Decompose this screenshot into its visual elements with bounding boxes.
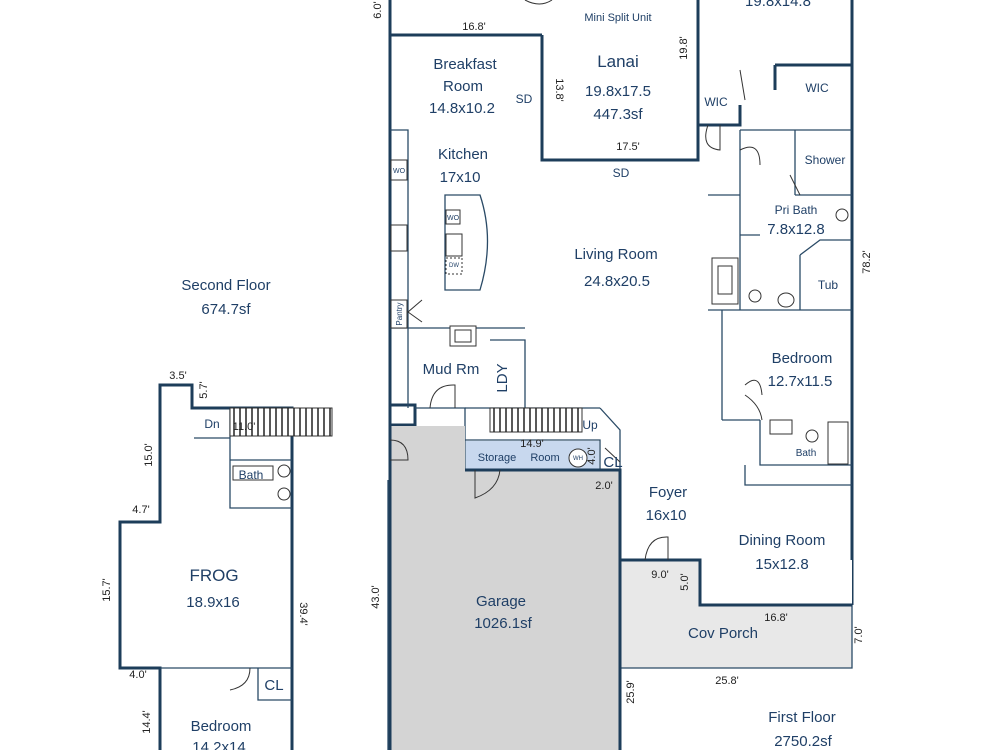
dimension-labels: 6.0' 16.8' 13.8' 19.8' 17.5' 78.2' 14.9'… — [101, 1, 873, 733]
lanai-note: Mini Split Unit — [584, 12, 651, 24]
wo-label-1: WO — [393, 168, 406, 175]
pantry-label: Pantry — [395, 302, 404, 325]
mud-room-name: Mud Rm — [423, 361, 480, 378]
wic-label-2: WIC — [805, 81, 829, 95]
svg-text:16.8': 16.8' — [462, 21, 486, 33]
second-floor-name: Second Floor — [181, 277, 270, 294]
svg-text:4.7': 4.7' — [132, 504, 149, 516]
lanai-size: 19.8x17.5 — [585, 83, 651, 100]
lanai-name: Lanai — [597, 52, 639, 71]
svg-text:7.0': 7.0' — [853, 626, 865, 643]
bedroom2-size: 14.2x14 — [192, 739, 245, 750]
svg-text:17.5': 17.5' — [616, 141, 640, 153]
breakfast-size: 14.8x10.2 — [429, 100, 495, 117]
upper-room-size: 19.8x14.8 — [745, 0, 811, 10]
svg-text:43.0': 43.0' — [370, 585, 382, 609]
up-label: Up — [582, 418, 598, 432]
svg-text:4.0': 4.0' — [129, 669, 146, 681]
shower-label: Shower — [805, 153, 846, 167]
svg-text:25.8': 25.8' — [715, 675, 739, 687]
foyer-size: 16x10 — [646, 507, 687, 524]
kitchen-size: 17x10 — [440, 169, 481, 186]
bath-label-1: Bath — [796, 448, 817, 459]
living-name: Living Room — [574, 246, 657, 263]
svg-text:5.0': 5.0' — [679, 573, 691, 590]
svg-text:15.0': 15.0' — [143, 443, 155, 467]
svg-text:3.5': 3.5' — [169, 370, 186, 382]
ldy-name: LDY — [494, 363, 511, 392]
svg-text:16.8': 16.8' — [764, 612, 788, 624]
dining-size: 15x12.8 — [755, 556, 808, 573]
svg-text:15.7': 15.7' — [101, 578, 113, 602]
cl-label-2: CL — [264, 677, 283, 694]
kitchen-island — [444, 194, 489, 291]
breakfast-name-1: Breakfast — [433, 56, 497, 73]
bath-label-2: Bath — [239, 468, 264, 482]
bedroom1-name: Bedroom — [772, 350, 833, 367]
living-size: 24.8x20.5 — [584, 273, 650, 290]
storage-name-1: Storage — [478, 452, 517, 464]
kitchen-name: Kitchen — [438, 146, 488, 163]
wo-label-2: WO — [447, 215, 460, 222]
svg-text:14.9': 14.9' — [520, 438, 544, 450]
breakfast-name-2: Room — [443, 78, 483, 95]
svg-text:2.0': 2.0' — [595, 480, 612, 492]
dn-label: Dn — [204, 417, 219, 431]
bedroom2-name: Bedroom — [191, 718, 252, 735]
second-floor-area: 674.7sf — [201, 301, 251, 318]
cov-porch-name: Cov Porch — [688, 625, 758, 642]
svg-text:11.0': 11.0' — [233, 421, 256, 433]
pri-bath-size: 7.8x12.8 — [767, 221, 825, 238]
svg-text:39.4': 39.4' — [297, 602, 309, 626]
svg-text:5.7': 5.7' — [198, 381, 210, 398]
svg-text:19.8': 19.8' — [678, 36, 690, 60]
garage-area — [391, 470, 619, 750]
lanai-area: 447.3sf — [593, 106, 643, 123]
storage-name-2: Room — [530, 452, 559, 464]
svg-text:6.0': 6.0' — [372, 1, 384, 18]
first-floor-area: 2750.2sf — [774, 733, 832, 750]
svg-text:14.4': 14.4' — [141, 710, 153, 734]
svg-text:78.2': 78.2' — [861, 250, 873, 274]
svg-text:25.9': 25.9' — [625, 680, 637, 704]
svg-text:4.0': 4.0' — [586, 447, 598, 464]
first-floor-name: First Floor — [768, 709, 836, 726]
first-floor-stairs — [489, 407, 583, 433]
wic-label-1: WIC — [704, 95, 728, 109]
svg-text:9.0': 9.0' — [651, 569, 668, 581]
frog-size: 18.9x16 — [186, 594, 239, 611]
sd-label-2: SD — [613, 166, 630, 180]
dw-label: DW — [449, 263, 459, 269]
svg-text:13.8': 13.8' — [553, 78, 565, 102]
foyer-name: Foyer — [649, 484, 687, 501]
wh-label: WH — [573, 456, 583, 462]
bedroom1-size: 12.7x11.5 — [768, 373, 833, 390]
sd-label-1: SD — [516, 92, 533, 106]
second-floor-stairs — [229, 407, 333, 437]
garage-name: Garage — [476, 593, 526, 610]
pri-bath-name: Pri Bath — [775, 203, 818, 217]
cl-label-1: CL — [603, 454, 622, 471]
frog-name: FROG — [189, 566, 238, 585]
dining-name: Dining Room — [739, 532, 826, 549]
garage-area: 1026.1sf — [474, 615, 532, 632]
tub-label: Tub — [818, 278, 839, 292]
